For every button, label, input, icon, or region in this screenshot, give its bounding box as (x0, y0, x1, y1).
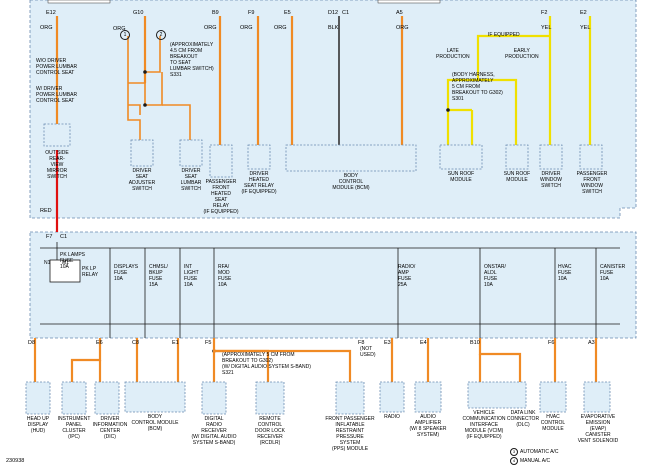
upper-component-boxes (43, 123, 603, 178)
lower-org-wires (33, 338, 598, 382)
lumbar-branch-wires (127, 36, 191, 140)
upper-yel-wires (446, 16, 592, 145)
fuse-bus (40, 242, 620, 338)
upper-org-wires (55, 16, 404, 145)
lower-fuse-block (29, 231, 637, 339)
lower-component-boxes (25, 381, 611, 415)
top-tab-right (377, 0, 441, 4)
upper-fuse-block (29, 0, 637, 219)
top-tab-left (47, 0, 111, 4)
